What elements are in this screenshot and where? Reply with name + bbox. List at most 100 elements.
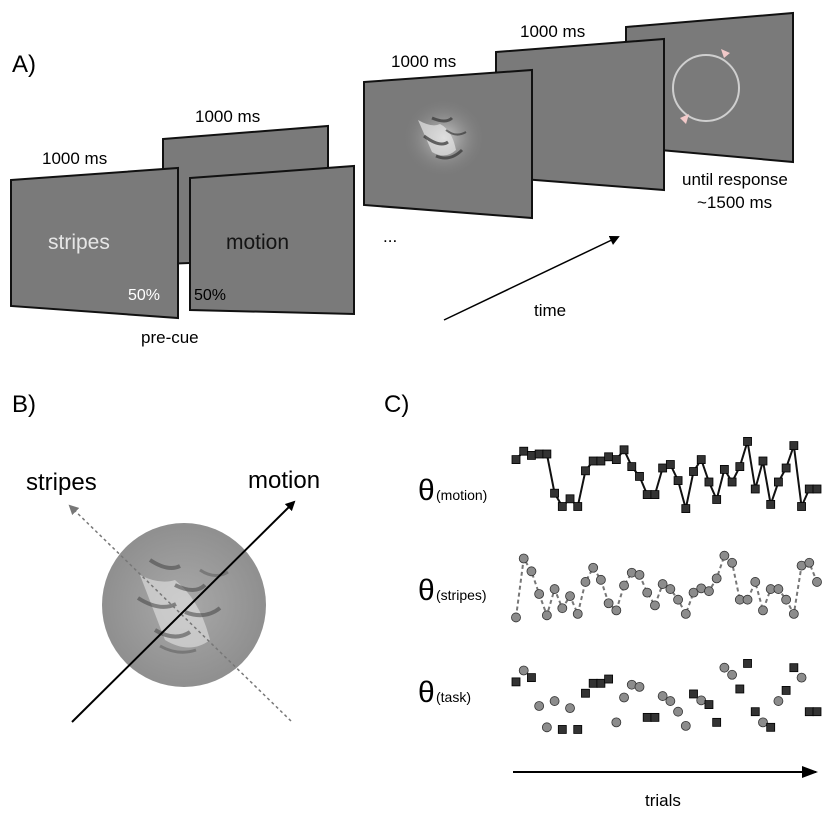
stripes-point [704, 586, 714, 597]
motion-point [681, 504, 691, 514]
precue-label: pre-cue [141, 328, 199, 347]
response-label-2: ~1500 ms [697, 193, 772, 212]
response-label-1: until response [682, 170, 788, 189]
motion-point [750, 484, 760, 494]
panel-b-label: B) [12, 391, 36, 418]
theta-task-label: θ (task) [418, 676, 471, 709]
prob-motion: 50% [194, 287, 226, 304]
stripes-point [557, 603, 568, 614]
stripes-point [742, 594, 753, 605]
motion-point [565, 494, 575, 504]
task-point-stripes [549, 696, 560, 706]
stripes-point [781, 594, 792, 605]
task-point-motion [557, 725, 567, 734]
task-point-motion [573, 725, 583, 734]
task-point-motion [642, 712, 652, 722]
task-point-motion [581, 688, 590, 698]
motion-point [611, 455, 621, 465]
stripes-point [565, 591, 575, 602]
motion-point [635, 471, 644, 481]
task-point-stripes [696, 695, 707, 706]
response-marker-top [721, 49, 730, 58]
task-point-motion [511, 677, 521, 687]
stripes-point [534, 589, 545, 599]
time-arrow [443, 235, 620, 321]
stripes-point [650, 600, 660, 611]
stripes-point [541, 610, 552, 621]
cue-word-motion: motion [226, 231, 289, 254]
motion-point [797, 502, 806, 511]
stripes-point [549, 584, 560, 594]
task-point-stripes [611, 717, 622, 728]
stripes-point [595, 574, 606, 585]
motion-point [735, 462, 745, 472]
motion-point [758, 456, 768, 466]
response-ring [672, 54, 740, 122]
stripes-point [518, 553, 529, 564]
task-point-stripes [657, 691, 668, 701]
task-point-motion [604, 674, 614, 684]
motion-series-line [515, 440, 817, 510]
theta-symbol-stripes: θ [418, 574, 435, 607]
stripes-axis-label: stripes [26, 469, 97, 496]
task-point-motion [527, 673, 536, 683]
task-point-stripes [619, 692, 629, 703]
stripes-point [812, 577, 822, 587]
motion-point [673, 476, 683, 486]
stripes-point [711, 573, 722, 584]
motion-point [519, 446, 529, 456]
trials-label: trials [645, 791, 681, 810]
motion-point [542, 449, 552, 459]
ellipsis: ... [383, 227, 397, 246]
motion-point [557, 502, 567, 511]
motion-point [804, 484, 814, 494]
motion-point [774, 477, 783, 487]
task-point-stripes [758, 717, 768, 728]
stripes-point [665, 584, 676, 594]
stripes-point [727, 557, 738, 568]
cue-screen-motion [189, 164, 355, 316]
theta-motion-label: θ (motion) [418, 474, 487, 507]
stripes-point [688, 587, 699, 598]
motion-point [781, 463, 791, 473]
time-label: time [534, 301, 566, 320]
stripes-point [773, 584, 784, 594]
theta-symbol-task: θ [418, 676, 435, 709]
cue-screen-stripes [10, 166, 179, 320]
delay-duration: 1000 ms [520, 22, 585, 41]
stripes-point [580, 577, 591, 587]
motion-point [665, 460, 675, 469]
task-point-motion [812, 707, 822, 717]
motion-series [511, 436, 822, 514]
task-point-stripes [665, 696, 676, 706]
panel-a-label: A) [12, 51, 36, 78]
motion-point [534, 449, 544, 459]
motion-point [550, 488, 559, 498]
motion-point [581, 466, 590, 476]
task-point-stripes [518, 665, 529, 676]
motion-point [527, 450, 536, 460]
motion-point [658, 463, 668, 473]
response-marker-bottom [680, 114, 689, 124]
motion-point [604, 452, 614, 462]
motion-point [743, 436, 752, 446]
motion-point [727, 477, 737, 487]
motion-point [719, 464, 729, 474]
task-point-stripes [719, 662, 730, 673]
task-point-motion [766, 722, 776, 732]
theta-sub-task: (task) [436, 689, 471, 705]
stripes-series-line [515, 554, 818, 618]
motion-point [689, 467, 698, 476]
task-point-motion [712, 717, 722, 727]
theta-stripes-label: θ (stripes) [418, 574, 487, 607]
panel-c-label: C) [384, 391, 409, 418]
stripes-point [788, 609, 799, 619]
motion-point [596, 456, 606, 466]
stripes-point [758, 605, 768, 616]
task-point-motion [689, 689, 698, 699]
task-point-stripes [773, 696, 784, 706]
task-point-stripes [796, 672, 807, 683]
task-point-stripes [541, 722, 552, 733]
task-point-stripes [727, 669, 738, 680]
precue-duration-2: 1000 ms [195, 107, 260, 126]
